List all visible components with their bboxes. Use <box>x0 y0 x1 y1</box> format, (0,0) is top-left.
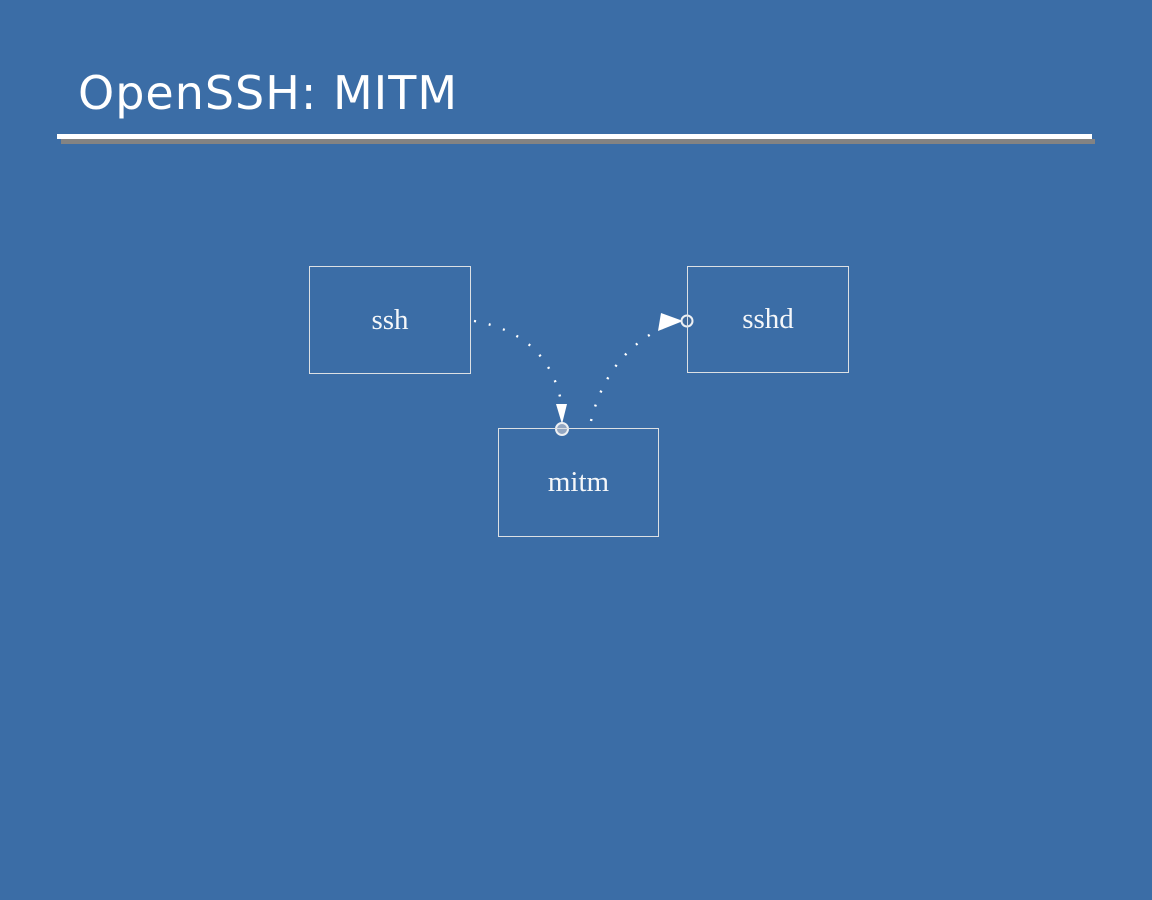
node-mitm-label: mitm <box>547 466 610 498</box>
node-ssh-label: ssh <box>371 303 409 336</box>
connector-mitm-to-sshd <box>589 320 677 422</box>
title-separator-shadow <box>61 139 1095 144</box>
node-ssh: ssh <box>309 266 471 374</box>
node-mitm: mitm <box>498 428 659 537</box>
arrowhead-right-icon <box>658 313 683 331</box>
connector-ssh-to-mitm <box>473 319 563 402</box>
node-sshd: sshd <box>687 266 849 373</box>
title-separator-line <box>57 134 1092 139</box>
slide-title: OpenSSH: MITM <box>78 66 459 120</box>
arrowhead-down-icon <box>556 404 567 424</box>
node-sshd-label: sshd <box>742 303 794 335</box>
